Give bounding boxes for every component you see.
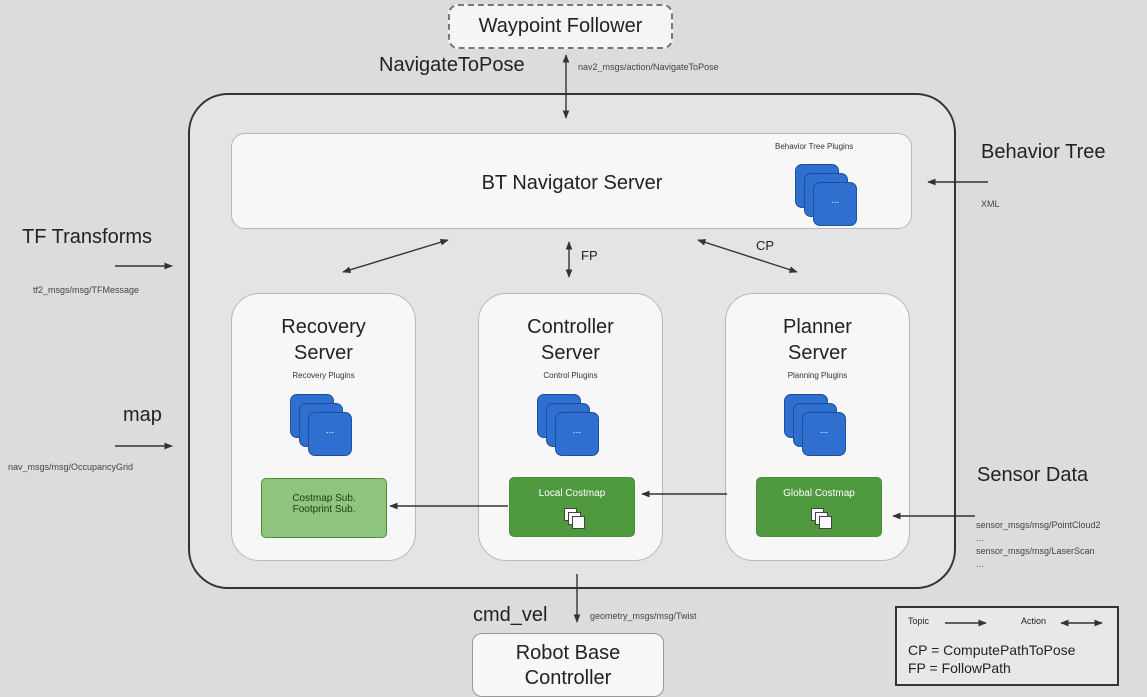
- cmd-vel-msg: geometry_msgs/msg/Twist: [590, 611, 697, 621]
- bt-navigator-title: BT Navigator Server: [481, 172, 663, 194]
- fp-edge-label: FP: [581, 248, 598, 263]
- local-costmap-layers-icon: [564, 508, 586, 530]
- behavior-tree-plugins-stack-icon: ...: [795, 164, 865, 234]
- recovery-plugins-label: Recovery Plugins: [292, 371, 355, 380]
- tf-transforms-msg: tf2_msgs/msg/TFMessage: [33, 285, 140, 295]
- bt-navigator-server: BT Navigator Server Behavior Tree Plugin…: [231, 133, 912, 229]
- cp-arrow: [697, 239, 798, 273]
- sensor-data-label: Sensor Data: [977, 464, 1089, 486]
- navigate-to-pose-label: NavigateToPose: [379, 54, 525, 76]
- waypoint-follower-node: Waypoint Follower: [448, 4, 673, 49]
- recovery-server: Recovery Server Recovery Plugins ... Cos…: [231, 293, 416, 561]
- behavior-tree-plugins-label: Behavior Tree Plugins: [775, 142, 854, 151]
- planner-server-title: Planner Server: [783, 316, 852, 364]
- behavior-tree-label: Behavior Tree: [981, 141, 1106, 163]
- map-msg: nav_msgs/msg/OccupancyGrid: [8, 462, 134, 472]
- sensor-data-ellipsis-2: ...: [976, 559, 984, 569]
- recovery-plugins-stack-icon: ...: [290, 394, 360, 464]
- costmap-footprint-subscriber: Costmap Sub. Footprint Sub.: [261, 478, 387, 538]
- behavior-tree-msg: XML: [981, 199, 1000, 209]
- global-costmap-layers-icon: [811, 508, 833, 530]
- local-costmap-label: Local Costmap: [538, 488, 606, 499]
- robot-base-controller: Robot Base Controller: [472, 633, 664, 697]
- controller-server-title: Controller Server: [527, 316, 614, 364]
- bt-recovery-arrow: [342, 238, 449, 274]
- sensor-data-msg-laserscan: sensor_msgs/msg/LaserScan: [976, 546, 1095, 556]
- planner-server: Planner Server Planning Plugins ... Glob…: [725, 293, 910, 561]
- legend-topic-label: Topic: [908, 616, 930, 626]
- sensor-data-ellipsis-1: ...: [976, 533, 984, 543]
- cmd-vel-label: cmd_vel: [473, 604, 548, 626]
- global-costmap: Global Costmap: [756, 477, 882, 537]
- local-costmap: Local Costmap: [509, 477, 635, 537]
- planning-plugins-stack-icon: ...: [784, 394, 854, 464]
- controller-server: Controller Server Control Plugins ... Lo…: [478, 293, 663, 561]
- legend-action-label: Action: [1021, 616, 1047, 626]
- map-label: map: [123, 404, 162, 426]
- navigate-to-pose-msg: nav2_msgs/action/NavigateToPose: [578, 62, 719, 72]
- control-plugins-label: Control Plugins: [543, 371, 598, 380]
- tf-transforms-label: TF Transforms: [22, 226, 153, 248]
- sensor-data-msg-pointcloud: sensor_msgs/msg/PointCloud2: [976, 520, 1101, 530]
- legend-box: Topic Action CP = ComputePathToPose FP =…: [895, 606, 1119, 686]
- control-plugins-stack-icon: ...: [537, 394, 607, 464]
- global-costmap-label: Global Costmap: [783, 488, 855, 499]
- legend-cp-definition: CP = ComputePathToPose: [908, 642, 1076, 658]
- recovery-server-title: Recovery Server: [281, 316, 366, 364]
- planning-plugins-label: Planning Plugins: [787, 371, 848, 380]
- legend-fp-definition: FP = FollowPath: [908, 660, 1011, 676]
